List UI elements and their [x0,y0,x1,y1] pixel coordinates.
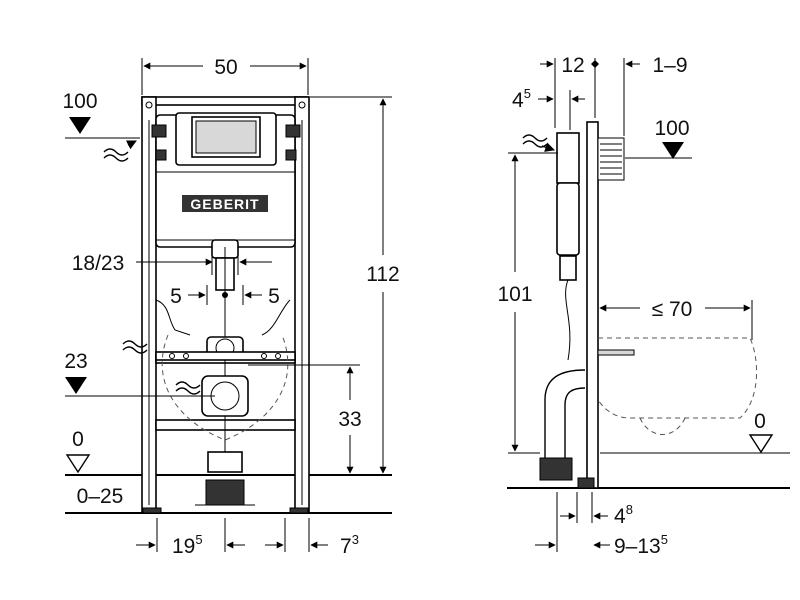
bottom-range-base: 9–13 [614,535,661,558]
top-depth-dimension: 12 [561,54,584,77]
bottom-small-base: 4 [614,505,626,528]
brand-plate [182,195,268,212]
bottom-left-base: 19 [172,535,195,558]
level-triangle-icon [69,117,91,134]
side-view: 12 45 1–9 100 101 ≤ 70 0 48 [497,54,790,558]
bottom-left-dimension: 195 [172,532,203,558]
side-water-height-label: 100 [654,117,689,140]
water-wave-icon [522,134,555,152]
drain-height-label: 23 [64,350,87,373]
offset-right-dimension: 5 [268,285,280,308]
level-triangle-icon [65,377,87,394]
drain-bend [544,369,586,458]
side-floor-level-label: 0 [754,410,766,433]
toilet-bowl-outline [597,337,758,419]
drain-socket [539,457,573,481]
top-small-dimension: 45 [512,86,531,112]
height-dimension: 112 [366,263,399,286]
flush-pipe-dimension: 18/23 [72,252,125,275]
toilet-bowl-base [639,417,686,435]
floor-level-label: 0 [72,428,84,451]
cistern: GEBERIT [151,112,301,248]
brand-logo: GEBERIT [190,196,259,212]
bottom-right-dimension: 73 [340,532,359,558]
level-triangle-icon [662,142,684,159]
bottom-left-sup: 5 [195,532,202,547]
side-height-dimension: 101 [497,283,532,306]
outlet-height-dimension: 33 [338,408,361,431]
bottom-right-base: 7 [340,535,352,558]
offset-left-dimension: 5 [170,285,182,308]
open-level-triangle-icon [748,434,774,454]
bowl-depth-dimension: ≤ 70 [652,298,693,321]
bottom-right-sup: 3 [352,532,359,547]
top-small-base: 4 [512,89,524,112]
water-wave-icon [122,340,148,354]
drain-bend-inner [564,387,586,458]
fixing-bolt [597,349,635,356]
drain-assembly [155,299,296,506]
water-wave-icon [175,381,201,395]
bottom-range-dimension: 9–135 [614,532,668,558]
width-dimension: 50 [214,56,237,79]
water-height-label: 100 [62,90,97,113]
top-small-sup: 5 [524,86,531,101]
front-view: GEBERIT [62,56,399,558]
bottom-range-sup: 5 [661,532,668,547]
bottom-small-dimension: 48 [614,502,633,528]
open-level-triangle-icon [65,454,91,474]
floor-adjust-label: 0–25 [77,485,124,508]
flush-pipe [211,239,239,470]
side-frame [556,121,625,489]
top-range-dimension: 1–9 [652,54,687,77]
water-wave-icon [103,140,137,162]
bottom-small-sup: 8 [626,502,633,517]
